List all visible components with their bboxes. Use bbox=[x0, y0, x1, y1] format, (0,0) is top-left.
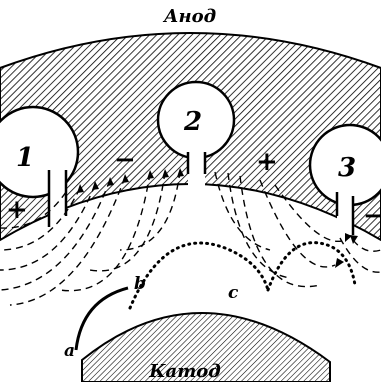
cathode-label: Катод bbox=[148, 361, 221, 382]
resonator-2 bbox=[156, 80, 236, 200]
anode-label: Анод bbox=[162, 6, 216, 27]
charge-minus-center: − bbox=[114, 145, 136, 175]
cathode-block bbox=[81, 312, 331, 382]
resonator-3 bbox=[308, 123, 381, 235]
field-lines bbox=[0, 170, 381, 306]
charge-minus-right: − bbox=[363, 201, 381, 231]
electron-path-ab bbox=[74, 286, 129, 351]
resonator-3-number: 3 bbox=[338, 153, 356, 183]
charge-plus-left: + bbox=[6, 195, 28, 225]
resonator-1-number: 1 bbox=[16, 143, 34, 173]
electron-trajectory bbox=[128, 241, 357, 310]
point-a-label: a bbox=[64, 341, 75, 361]
point-c-label: c bbox=[228, 283, 239, 303]
resonator-1 bbox=[0, 105, 80, 227]
charge-plus-right: + bbox=[256, 147, 278, 177]
point-b-label: b bbox=[134, 274, 146, 294]
field-arrows bbox=[77, 168, 358, 268]
resonator-2-number: 2 bbox=[183, 107, 202, 137]
